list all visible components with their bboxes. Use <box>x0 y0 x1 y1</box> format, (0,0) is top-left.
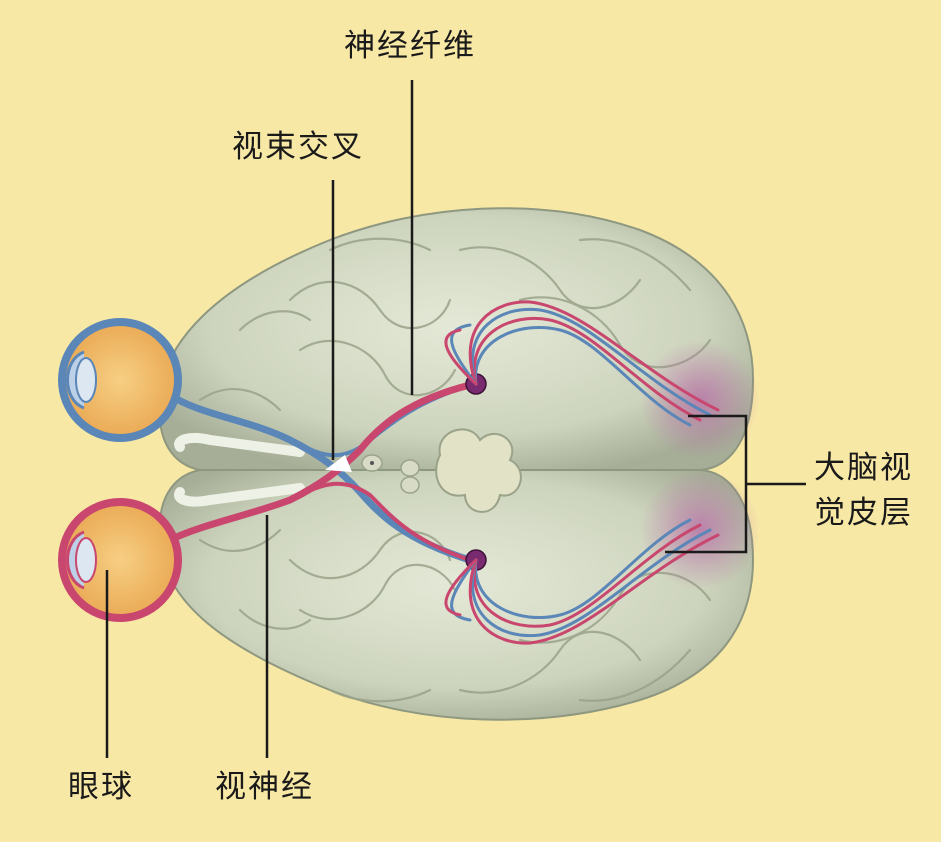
label-visual-cortex-line1: 大脑视 <box>814 450 913 486</box>
label-visual-cortex-line2: 觉皮层 <box>814 494 913 531</box>
eyeball-lower <box>58 498 182 622</box>
eyeball-upper <box>58 318 182 442</box>
label-optic-chiasm: 视束交叉 <box>232 129 364 165</box>
leader-lines <box>105 80 806 758</box>
visual-cortex-lower-tint <box>640 470 760 590</box>
optic-radiation-upper <box>444 300 720 427</box>
optic-pathways <box>166 381 474 564</box>
label-eyeball: 眼球 <box>68 769 134 805</box>
upper-hemisphere <box>158 207 754 471</box>
brainstem <box>361 428 522 513</box>
label-nerve-fiber: 神经纤维 <box>344 28 476 64</box>
olfactory-bulb-upper <box>174 433 305 457</box>
label-optic-nerve: 视神经 <box>215 769 314 805</box>
optic-radiation-lower <box>444 518 720 645</box>
label-visual-cortex: 大脑视 觉皮层 <box>814 446 913 536</box>
olfactory-bulb-lower <box>174 483 305 507</box>
brain-gyri <box>198 237 712 703</box>
